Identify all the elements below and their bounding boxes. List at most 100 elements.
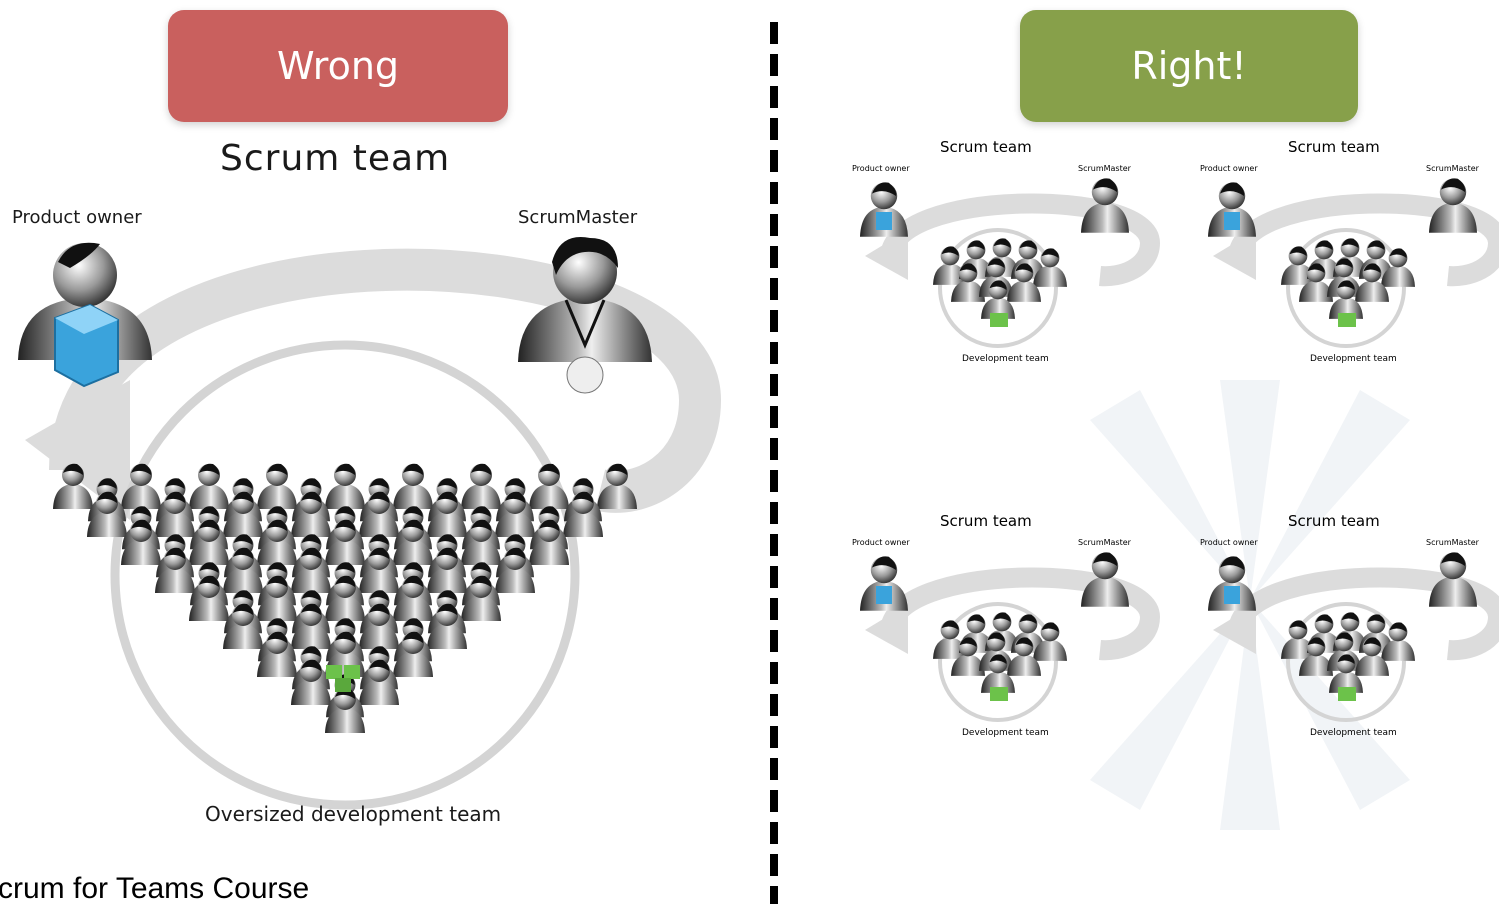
- dev-team-member: [1299, 263, 1333, 302]
- dev-team-label: Development team: [962, 354, 1049, 364]
- dev-team-circle: [938, 602, 1058, 722]
- dev-team-member: [189, 575, 229, 621]
- dev-team-member: [529, 463, 569, 509]
- dev-team-member: [529, 519, 569, 565]
- dev-team-member: [1281, 246, 1315, 285]
- dev-cube: [990, 687, 1008, 701]
- dev-team-member: [1007, 637, 1041, 676]
- dev-team-member: [933, 620, 967, 659]
- dev-team-member: [359, 659, 399, 705]
- dev-team-member: [427, 491, 467, 537]
- scrum-team-3: Scrum team Product owner ScrumMaster Dev…: [850, 512, 1170, 752]
- dev-team-member: [257, 575, 297, 621]
- dev-team-member: [291, 491, 331, 537]
- product-owner-label: Product owner: [852, 538, 910, 547]
- dev-team-member: [257, 519, 297, 565]
- dev-team-member: [1299, 637, 1333, 676]
- dev-team-member: [121, 463, 161, 509]
- oversized-dev-crowd: [53, 463, 637, 733]
- dev-team-member: [1007, 263, 1041, 302]
- dev-team-member: [461, 519, 501, 565]
- scrum-team-title: Scrum team: [940, 138, 1032, 156]
- dev-team-member: [223, 547, 263, 593]
- dev-team-member: [461, 575, 501, 621]
- dev-team-member: [87, 491, 127, 537]
- po-cube: [876, 212, 892, 230]
- dev-team-member: [325, 463, 365, 509]
- dev-team-label: Development team: [962, 728, 1049, 738]
- wrong-badge: Wrong: [168, 10, 508, 122]
- dev-team-member: [359, 547, 399, 593]
- dev-team-circle: [938, 228, 1058, 348]
- dev-team-member: [393, 631, 433, 677]
- dev-team-member: [223, 491, 263, 537]
- oversized-team-diagram: [18, 237, 722, 810]
- dev-team-member: [325, 575, 365, 621]
- dev-team-member: [257, 631, 297, 677]
- dev-team-member: [1033, 248, 1067, 287]
- course-footer: Scrum for Teams Course: [0, 872, 310, 905]
- dev-team-member: [495, 491, 535, 537]
- scrummaster-label: ScrumMaster: [1078, 164, 1131, 173]
- dev-team-member: [257, 463, 297, 509]
- dev-team-member: [291, 603, 331, 649]
- scrummaster-figure: [1081, 178, 1129, 233]
- dev-team-member: [427, 603, 467, 649]
- scrum-team-4: Scrum team Product owner ScrumMaster Dev…: [1198, 512, 1499, 752]
- dev-team-member: [563, 491, 603, 537]
- scrum-team-title: Scrum team: [1288, 138, 1380, 156]
- dev-team-circle: [1286, 602, 1406, 722]
- dev-team-label: Development team: [1310, 354, 1397, 364]
- dev-team-member: [393, 463, 433, 509]
- scrummaster-figure: [1429, 552, 1477, 607]
- scrummaster-label: ScrumMaster: [1078, 538, 1131, 547]
- dev-team-member: [189, 519, 229, 565]
- dev-team-member: [933, 246, 967, 285]
- scrum-team-1: Scrum team Product owner ScrumMaster Dev…: [850, 138, 1170, 378]
- dev-team-member: [359, 491, 399, 537]
- dev-team-member: [155, 547, 195, 593]
- cycle-arrowhead: [865, 230, 908, 280]
- scrummaster-label: ScrumMaster: [518, 207, 638, 228]
- scrummaster-label: ScrumMaster: [1426, 164, 1479, 173]
- dev-team-label: Development team: [1310, 728, 1397, 738]
- cycle-arrowhead: [865, 604, 908, 654]
- dev-team-member: [981, 280, 1015, 319]
- cycle-arrowhead: [1213, 230, 1256, 280]
- dev-team-member: [393, 575, 433, 621]
- dev-team-member: [155, 491, 195, 537]
- oversized-dev-team-label: Oversized development team: [205, 802, 502, 826]
- cycle-arrowhead: [1213, 604, 1256, 654]
- dev-team-member: [291, 659, 331, 705]
- product-owner-figure: [860, 556, 908, 611]
- dev-cube: [990, 313, 1008, 327]
- dev-team-member: [427, 547, 467, 593]
- dev-team-member: [393, 519, 433, 565]
- dev-team-member: [325, 519, 365, 565]
- dev-team-member: [1355, 637, 1389, 676]
- scrummaster-figure: [1081, 552, 1129, 607]
- right-badge: Right!: [1020, 10, 1358, 122]
- dev-team-member: [951, 263, 985, 302]
- dev-cube: [1338, 313, 1356, 327]
- dev-cube: [1338, 687, 1356, 701]
- dev-team-member: [223, 603, 263, 649]
- scrum-team-title: Scrum team: [220, 138, 451, 179]
- dev-team-member: [291, 547, 331, 593]
- dev-team-member: [1355, 263, 1389, 302]
- dev-team-member: [951, 637, 985, 676]
- dev-team-member: [53, 463, 93, 509]
- product-owner-label: Product owner: [1200, 538, 1258, 547]
- dev-team-circle: [1286, 228, 1406, 348]
- dev-team-member: [461, 463, 501, 509]
- dev-team-member: [1281, 620, 1315, 659]
- po-cube: [1224, 586, 1240, 604]
- dev-team-member: [597, 463, 637, 509]
- dev-team-member: [1033, 622, 1067, 661]
- dev-team-cube: [326, 665, 360, 692]
- product-owner-label: Product owner: [12, 207, 142, 228]
- dev-team-member: [1381, 248, 1415, 287]
- dev-team-circle: [110, 340, 580, 810]
- dev-team-member: [121, 519, 161, 565]
- dashed-divider: [770, 22, 778, 904]
